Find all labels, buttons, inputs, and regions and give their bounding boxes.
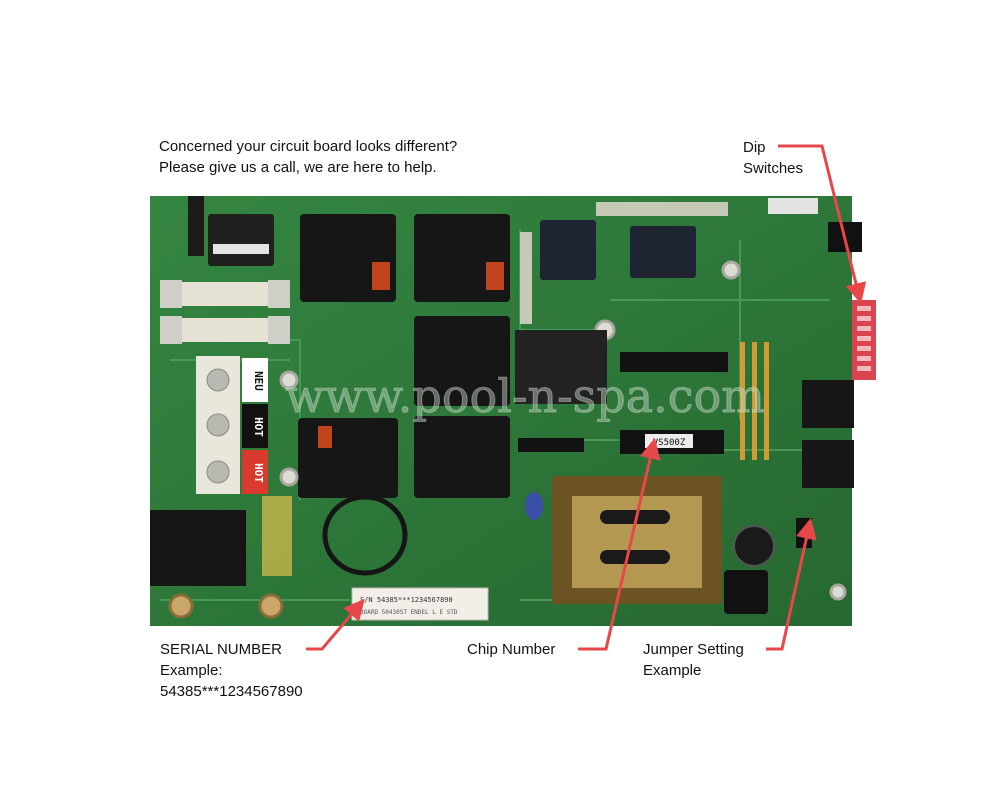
relay-bottom-left bbox=[150, 510, 246, 586]
transformer-core bbox=[572, 496, 702, 588]
relay-lower-left bbox=[298, 418, 398, 498]
fuse-1-cap-left bbox=[160, 280, 182, 308]
serial-number-label: SERIAL NUMBER bbox=[160, 641, 282, 658]
terminal-label-neu: NEU bbox=[252, 371, 265, 391]
terminal-label-hot-1-bg bbox=[242, 404, 268, 448]
dip-switches-label-line-1: Dip bbox=[743, 139, 766, 156]
capacitor-blue bbox=[525, 492, 543, 520]
contactor-block bbox=[515, 330, 607, 404]
relay-top-2-contact bbox=[486, 262, 504, 290]
terminal-label-hot-1: HOT bbox=[252, 417, 265, 437]
white-headers bbox=[768, 198, 818, 214]
dip-switch-toggles bbox=[857, 306, 871, 371]
mounting-hole bbox=[279, 467, 299, 487]
mounting-hole bbox=[279, 370, 299, 390]
terminal-screw-2 bbox=[206, 413, 230, 437]
chip-number-callout-label: Chip Number bbox=[467, 641, 556, 658]
terminal-label-hot-2: HOT bbox=[252, 463, 265, 483]
terminal-screw-1 bbox=[206, 368, 230, 392]
mounting-hole bbox=[168, 593, 194, 619]
fuse-2-cap-left bbox=[160, 316, 182, 344]
connector-black-top-left bbox=[188, 196, 204, 256]
capacitor-large bbox=[733, 525, 775, 567]
terminal-label-neu-bg bbox=[242, 358, 268, 402]
relay-blue-2 bbox=[630, 226, 696, 278]
fuse-1-cap-right bbox=[268, 280, 290, 308]
small-relay-top-left bbox=[208, 214, 274, 266]
jumper-setting-label-line-1: Jumper Setting bbox=[643, 641, 744, 658]
serial-number-sticker-text: S/N 54385***1234567890 bbox=[360, 596, 453, 604]
relay-top-1-contact bbox=[372, 262, 390, 290]
fuse-2-cap-right bbox=[268, 316, 290, 344]
jumper-setting-label-line-2: Example bbox=[643, 662, 702, 679]
relay-lower-left-contact bbox=[318, 426, 332, 448]
serial-number-example-value: 54385***1234567890 bbox=[160, 683, 303, 700]
relay-blue-1 bbox=[540, 220, 596, 280]
ic-chip-small bbox=[518, 438, 584, 452]
terminal-label-hot-2-bg bbox=[242, 450, 268, 494]
jumper-cable-loop bbox=[322, 494, 408, 576]
relay-middle-1 bbox=[414, 316, 510, 406]
chip-number-label: VS500Z bbox=[653, 438, 686, 448]
relay-middle-2 bbox=[414, 416, 510, 498]
mounting-hole bbox=[258, 593, 284, 619]
ic-chip-top bbox=[620, 352, 728, 372]
mounting-hole bbox=[721, 260, 741, 280]
intro-line-2: Please give us a call, we are here to he… bbox=[159, 159, 437, 176]
intro-line-1: Concerned your circuit board looks diffe… bbox=[159, 138, 458, 155]
glass-fuse-vertical bbox=[520, 232, 532, 324]
rj-connector-top bbox=[802, 380, 854, 428]
rj-connector-bottom bbox=[802, 440, 854, 488]
mounting-hole bbox=[829, 583, 847, 601]
watermark: www.pool-n-spa.com bbox=[285, 369, 765, 423]
buzzer bbox=[724, 570, 768, 614]
small-relay-label bbox=[213, 244, 269, 254]
transformer-slot-2 bbox=[600, 550, 670, 564]
terminal-screw-3 bbox=[206, 460, 230, 484]
glass-fuse-horizontal bbox=[596, 202, 728, 216]
transformer-slot-1 bbox=[600, 510, 670, 524]
yellow-header bbox=[262, 496, 292, 576]
jumper-header bbox=[796, 518, 812, 548]
serial-number-example-label: Example: bbox=[160, 662, 223, 679]
resistor-array bbox=[740, 342, 769, 460]
connector-top-right bbox=[828, 222, 862, 252]
serial-number-sticker bbox=[351, 587, 489, 621]
serial-number-sticker-subtext: BOARD 50430ST ENDEL L E STD bbox=[360, 609, 458, 616]
